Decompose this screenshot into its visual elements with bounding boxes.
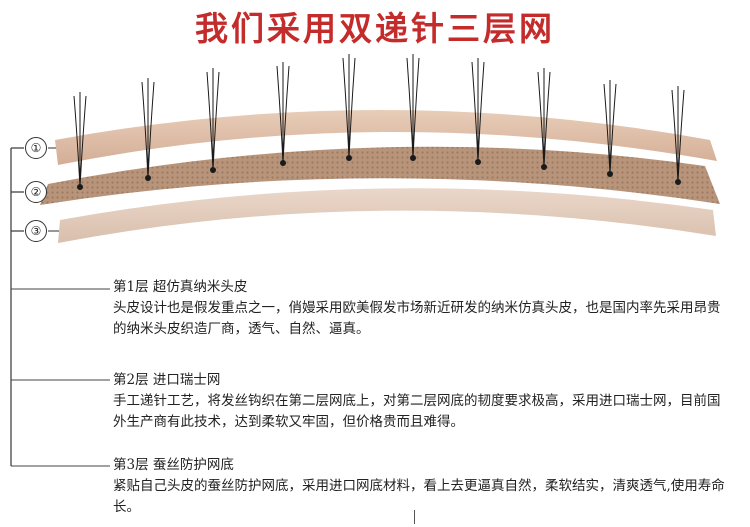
hair-knot xyxy=(475,159,481,165)
marker-2: ② xyxy=(25,181,47,203)
hair-strand xyxy=(212,71,220,171)
hair-strand xyxy=(543,71,551,168)
hair-strand xyxy=(471,61,479,163)
section-heading: 第2层 进口瑞士网 xyxy=(113,372,221,388)
hair-knot xyxy=(675,179,681,185)
section-layer-1: 第1层 超仿真纳米头皮 头皮设计也是假发重点之一，俏嫚采用欧美假发市场新近研发的… xyxy=(113,277,733,340)
hair-knot xyxy=(346,155,352,161)
hair-strand xyxy=(412,57,420,159)
marker-1: ① xyxy=(25,137,47,159)
section-heading: 第3层 蚕丝防护网底 xyxy=(113,457,234,473)
hair-strand xyxy=(147,81,155,179)
section-body: 紧贴自己头皮的蚕丝防护网底，采用进口网底材料，看上去更逼真自然，柔软结实，清爽透… xyxy=(113,478,725,515)
hair-strand xyxy=(677,89,685,183)
marker-3: ③ xyxy=(25,220,47,242)
layer-1-skin xyxy=(55,110,717,165)
hair-strand xyxy=(79,95,87,188)
hair-strand xyxy=(282,65,290,164)
hair-knot xyxy=(77,184,83,190)
hair-strand xyxy=(342,57,350,159)
hair-knot xyxy=(280,160,286,166)
page-tick xyxy=(414,510,415,524)
section-layer-2: 第2层 进口瑞士网 手工递针工艺，将发丝钩织在第二层网底上，对第二层网底的韧度要… xyxy=(113,370,733,433)
hair-strand xyxy=(348,57,356,159)
hair-strand xyxy=(477,61,485,163)
section-layer-3: 第3层 蚕丝防护网底 紧贴自己头皮的蚕丝防护网底，采用进口网底材料，看上去更逼真… xyxy=(113,455,733,518)
hair-strands xyxy=(73,53,685,190)
section-heading: 第1层 超仿真纳米头皮 xyxy=(113,279,248,295)
hair-knot xyxy=(607,171,613,177)
section-body: 头皮设计也是假发重点之一，俏嫚采用欧美假发市场新近研发的纳米仿真头皮，也是国内率… xyxy=(113,300,721,337)
hair-knot xyxy=(541,164,547,170)
layer-2-mesh xyxy=(40,146,720,205)
layer-3-base xyxy=(58,188,716,243)
page-title: 我们采用双递针三层网 xyxy=(195,9,555,48)
section-body: 手工递针工艺，将发丝钩织在第二层网底上，对第二层网底的韧度要求极高，采用进口瑞士… xyxy=(113,393,721,430)
hair-strand xyxy=(609,83,617,175)
hair-knot xyxy=(210,167,216,173)
hair-knot xyxy=(410,155,416,161)
hair-knot xyxy=(145,175,151,181)
hair-strand xyxy=(406,57,414,159)
